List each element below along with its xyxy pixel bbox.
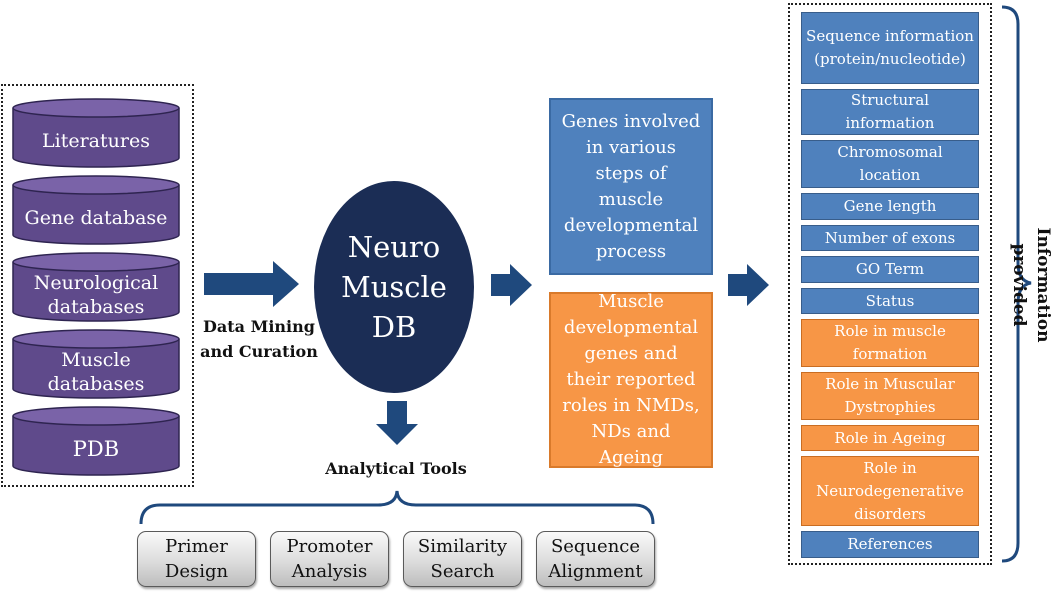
database-muscle: Muscle databases (12, 329, 180, 399)
genes-box: Genes involved in various steps of muscl… (549, 98, 713, 275)
info-role-muscular-dystrophies: Role in Muscular Dystrophies (801, 372, 979, 420)
hub-title: Neuro Muscle DB (341, 230, 447, 344)
database-neurological: Neurological databases (12, 252, 180, 322)
info-role-ageing: Role in Ageing (801, 425, 979, 451)
database-gene: Gene database (12, 175, 180, 245)
database-label: Neurological databases (33, 272, 159, 318)
data-mining-caption: Data Mining and Curation (200, 317, 318, 361)
info-chromosomal: Chromosomal location (801, 140, 979, 188)
right-arrow-icon (204, 261, 299, 307)
info-role-neurodegenerative: Role in Neurodegenerative disorders (801, 456, 979, 526)
roles-box: Muscle developmental genes and their rep… (549, 291, 713, 468)
database-label: PDB (72, 437, 120, 461)
info-brace (1001, 5, 1032, 563)
info-sequence: Sequence information (protein/nucleotide… (801, 12, 979, 84)
tool-sequence-alignment[interactable]: Sequence Alignment (536, 531, 655, 587)
down-arrow-icon (376, 401, 418, 445)
database-label: Muscle databases (47, 349, 145, 395)
cylinder-shape (12, 98, 180, 168)
info-exons: Number of exons (801, 225, 979, 251)
cylinder-shape (12, 329, 180, 399)
cylinder-shape (12, 175, 180, 245)
right-arrow-icon (491, 264, 532, 306)
info-status: Status (801, 288, 979, 314)
tool-primer-design[interactable]: Primer Design (137, 531, 256, 587)
info-gene-length: Gene length (801, 193, 979, 220)
information-group (788, 3, 992, 565)
database-pdb: PDB (12, 406, 180, 476)
tools-brace (139, 490, 655, 525)
info-structural: Structural information (801, 89, 979, 135)
cylinder-shape (12, 252, 180, 322)
info-go-term: GO Term (801, 256, 979, 283)
info-references: References (801, 531, 979, 558)
right-arrow-icon (728, 264, 769, 306)
neuromuscle-db-hub: Neuro Muscle DB (314, 181, 474, 393)
database-group (1, 84, 194, 487)
cylinder-shape (12, 406, 180, 476)
database-label: Literatures (42, 130, 150, 152)
database-literatures: Literatures (12, 98, 180, 168)
information-provided-caption: Information provided (1009, 227, 1053, 343)
tool-similarity-search[interactable]: Similarity Search (403, 531, 522, 587)
info-role-muscle-formation: Role in muscle formation (801, 319, 979, 367)
analytical-tools-caption: Analytical Tools (325, 459, 467, 478)
tool-promoter-analysis[interactable]: Promoter Analysis (270, 531, 389, 587)
database-label: Gene database (24, 207, 168, 229)
